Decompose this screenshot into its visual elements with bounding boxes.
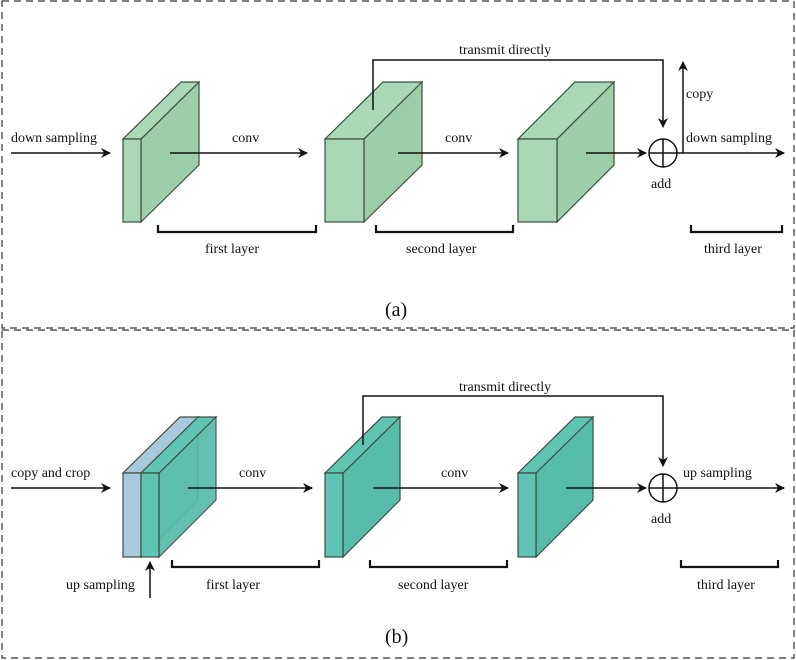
add-node (648, 473, 678, 503)
layer-label-3: third layer (704, 242, 762, 257)
block-front-face (517, 472, 537, 558)
concat-block (121, 415, 218, 559)
panel-caption: (b) (385, 626, 408, 648)
layer-bracket-1 (170, 560, 321, 569)
skip-label: transmit directly (459, 43, 551, 58)
copy-block-front-face (122, 472, 142, 558)
layer-bracket-2 (368, 560, 509, 569)
block-front-face (517, 138, 558, 223)
layer-bracket-3 (679, 560, 780, 569)
panel-a-frame (1, 0, 795, 329)
block-front-face (324, 138, 365, 223)
feature-block-3 (516, 80, 616, 224)
copy-label: copy (686, 87, 713, 102)
panel-a: down sampling conv transmit directly con… (1, 0, 795, 329)
add-label: add (651, 512, 671, 527)
feature-block-2 (323, 80, 424, 224)
layer-label-2: second layer (398, 578, 469, 593)
layer-label-1: first layer (205, 242, 259, 257)
block-front-face (324, 472, 344, 558)
layer-label-1: first layer (206, 578, 260, 593)
input-label: copy and crop (11, 466, 90, 481)
conv-label-2: conv (441, 466, 468, 481)
add-node (648, 138, 678, 168)
output-label: up sampling (683, 466, 752, 481)
layer-label-3: third layer (697, 578, 755, 593)
block-front-face (122, 138, 142, 223)
input-label: down sampling (11, 131, 97, 146)
feature-block-1 (121, 80, 201, 224)
output-label: down sampling (686, 131, 772, 146)
block-front-face (140, 472, 160, 558)
skip-connection (362, 395, 668, 467)
panel-b-frame (1, 329, 795, 659)
upsample-label: up sampling (66, 578, 135, 593)
layer-bracket-3 (689, 225, 784, 234)
conv-label-1: conv (232, 131, 259, 146)
layer-bracket-1 (156, 225, 318, 234)
skip-label: transmit directly (459, 380, 551, 395)
conv-label-2: conv (445, 131, 472, 146)
panel-b: copy and crop up sampling conv transmit … (1, 329, 795, 659)
skip-connection (372, 59, 668, 128)
conv-label-1: conv (239, 466, 266, 481)
layer-label-2: second layer (406, 242, 477, 257)
feature-block-3 (516, 415, 595, 559)
layer-bracket-2 (374, 225, 515, 234)
add-label: add (651, 177, 671, 192)
panel-caption: (a) (385, 299, 407, 321)
